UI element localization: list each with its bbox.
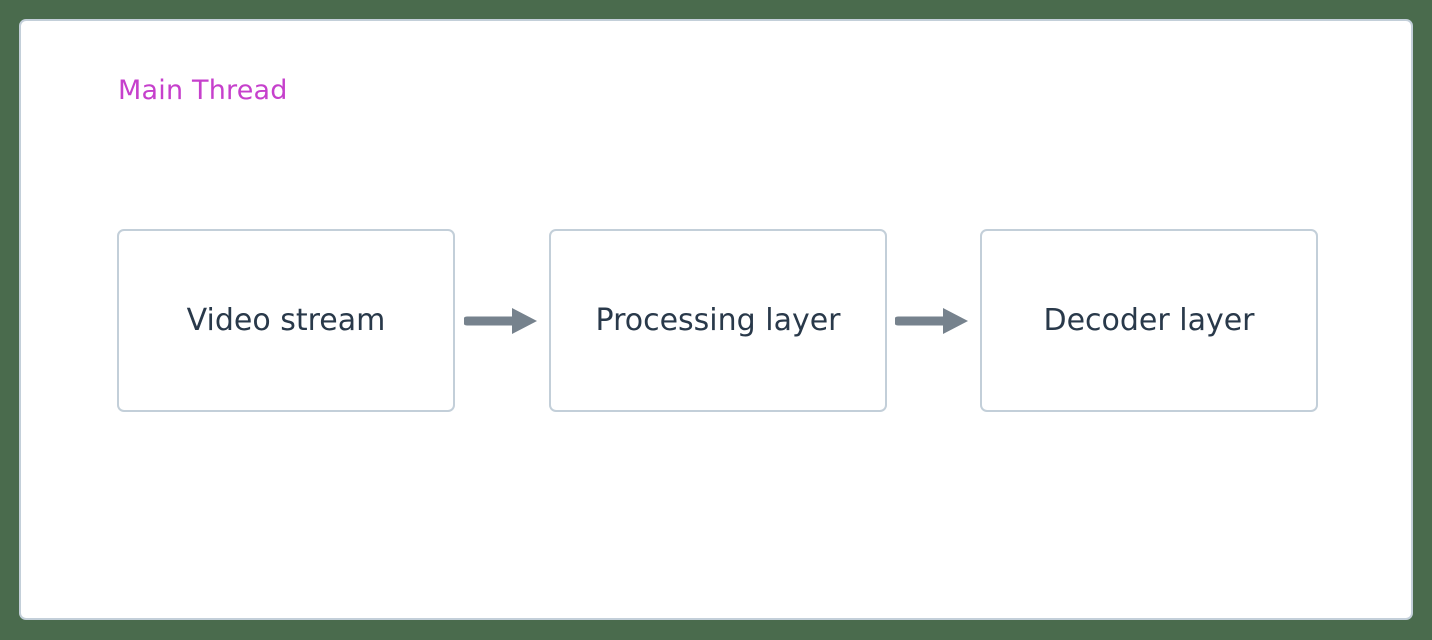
subgraph-title: Main Thread — [118, 75, 288, 106]
flow-node-label: Video stream — [186, 302, 386, 338]
flow-node-video-stream[interactable]: Video stream — [117, 229, 455, 412]
flow-node-label: Decoder layer — [1043, 302, 1255, 338]
flow-node-label: Processing layer — [595, 302, 841, 338]
flow-node-decoder-layer[interactable]: Decoder layer — [980, 229, 1318, 412]
flow-node-processing-layer[interactable]: Processing layer — [549, 229, 887, 412]
arrow-right-icon — [895, 308, 968, 334]
flow-edge-video-stream-to-processing-layer — [464, 303, 540, 339]
arrow-right-icon — [464, 308, 537, 334]
subgraph-main-thread: Main Thread Video stream Processing laye… — [19, 19, 1413, 620]
flow-edge-processing-layer-to-decoder-layer — [895, 303, 971, 339]
